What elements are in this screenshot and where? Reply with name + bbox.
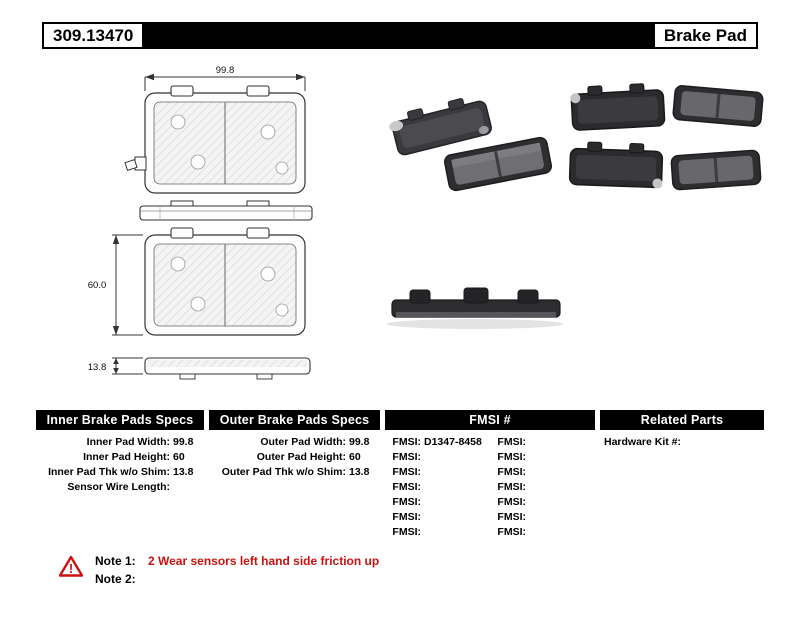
hardware-kit-row: Hardware Kit #: [604, 436, 682, 448]
note-2-label: Note 2: [95, 572, 136, 586]
outer-specs-header: Outer Brake Pads Specs [209, 410, 380, 430]
drawing-sensor-wire [124, 159, 138, 171]
product-photos [387, 83, 764, 329]
part-number: 309.13470 [53, 25, 134, 45]
inner-pad-height-row: Inner Pad Height: 60 [83, 451, 185, 463]
fmsi-right-subcolumn: FMSI: FMSI: FMSI: FMSI: [490, 435, 595, 540]
fmsi-left-subcolumn: FMSI: D1347-8458 FMSI: FMSI: FMSI: [385, 435, 490, 540]
note-2: Note 2: [95, 572, 145, 586]
related-parts-column: Related Parts Hardware Kit #: [600, 410, 764, 450]
dim-width-lines [144, 76, 306, 91]
fmsi-row: FMSI: [497, 511, 526, 523]
product-title-box: Brake Pad [654, 24, 756, 47]
fmsi-header: FMSI # [385, 410, 595, 430]
header-black-bar [144, 22, 652, 49]
fmsi-row: FMSI: [392, 526, 421, 538]
product-title: Brake Pad [663, 25, 747, 45]
fmsi-row: FMSI: [392, 511, 421, 523]
drawing-top-edge-view [139, 200, 313, 221]
notes-section: ! Note 1: 2 Wear sensors left hand side … [0, 552, 800, 596]
note-1: Note 1: 2 Wear sensors left hand side fr… [95, 554, 379, 568]
fmsi-row: FMSI: [497, 436, 526, 448]
dim-thickness-label: 13.8 [88, 362, 107, 373]
outer-pad-thickness-row: Outer Pad Thk w/o Shim: 13.8 [221, 466, 370, 478]
photo-pad-pair-left [389, 98, 553, 192]
dim-height-lines [112, 234, 143, 336]
fmsi-row: FMSI: [497, 451, 526, 463]
fmsi-column: FMSI # FMSI: D1347-8458 FMSI: FMSI: [385, 410, 595, 540]
outer-pad-width-row: Outer Pad Width: 99.8 [260, 436, 370, 448]
outer-specs-column: Outer Brake Pads Specs Outer Pad Width: … [209, 410, 380, 480]
dim-height-label: 60.0 [88, 280, 107, 291]
fmsi-row: FMSI: [392, 451, 421, 463]
note-1-text: 2 Wear sensors left hand side friction u… [148, 554, 380, 568]
note-1-label: Note 1: [95, 554, 136, 568]
outer-pad-height-row: Outer Pad Height: 60 [256, 451, 361, 463]
drawing-front-view-1 [144, 85, 306, 194]
inner-specs-header: Inner Brake Pads Specs [36, 410, 204, 430]
warning-icon: ! [59, 555, 83, 577]
svg-text:!: ! [69, 561, 73, 576]
fmsi-row: FMSI: [497, 466, 526, 478]
sensor-wire-length-row: Sensor Wire Length: [67, 481, 170, 493]
inner-specs-column: Inner Brake Pads Specs Inner Pad Width: … [36, 410, 204, 495]
fmsi-row: FMSI: [497, 496, 526, 508]
photo-pad-set-right [568, 83, 764, 191]
drawing-front-view-2 [144, 227, 306, 336]
dim-width-label: 99.8 [216, 65, 235, 76]
fmsi-row: FMSI: D1347-8458 [392, 436, 482, 448]
fmsi-row: FMSI: [497, 481, 526, 493]
fmsi-row: FMSI: [497, 526, 526, 538]
part-number-box: 309.13470 [44, 24, 143, 47]
inner-pad-thickness-row: Inner Pad Thk w/o Shim: 13.8 [48, 466, 194, 478]
page-header: 309.13470 Brake Pad [42, 22, 758, 49]
technical-drawing: 99.8 60.0 [83, 65, 313, 380]
specs-section: Inner Brake Pads Specs Inner Pad Width: … [0, 410, 800, 550]
fmsi-row: FMSI: [392, 466, 421, 478]
fmsi-row: FMSI: [392, 481, 421, 493]
inner-pad-width-row: Inner Pad Width: 99.8 [86, 436, 194, 448]
drawing-sensor-tab [134, 156, 147, 171]
drawing-bottom-edge-view [144, 357, 311, 380]
fmsi-row: FMSI: [392, 496, 421, 508]
photo-pad-side-view [387, 287, 563, 329]
related-parts-header: Related Parts [600, 410, 764, 430]
